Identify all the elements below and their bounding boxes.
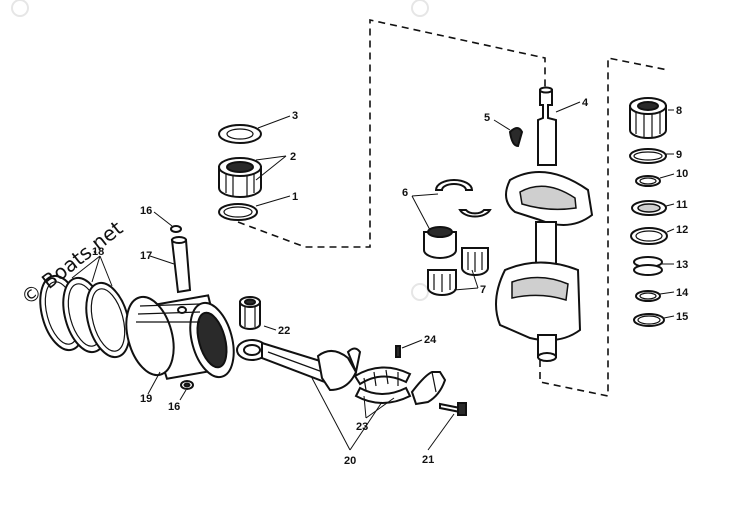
callout-8: 8 bbox=[676, 105, 682, 117]
part-17-wrist-pin bbox=[170, 236, 192, 294]
part-21-rod-bolt bbox=[439, 402, 467, 416]
callout-22: 22 bbox=[278, 325, 290, 337]
part-5-key bbox=[508, 127, 524, 148]
callout-13: 13 bbox=[676, 259, 688, 271]
right-bracket bbox=[539, 57, 669, 397]
part-2-bearing bbox=[218, 157, 262, 198]
part-13-retaining-ring bbox=[633, 256, 663, 276]
callout-5: 5 bbox=[484, 112, 490, 124]
part-7-needle-bearings bbox=[427, 247, 489, 296]
part-11-seal bbox=[631, 200, 667, 216]
part-24-dowel-pin bbox=[395, 345, 401, 358]
part-6-bearing-halves bbox=[423, 179, 492, 259]
part-4-crankshaft bbox=[495, 86, 594, 362]
part-20-connecting-rod bbox=[236, 339, 362, 392]
callout-17: 17 bbox=[140, 250, 152, 262]
callout-18: 18 bbox=[92, 246, 104, 258]
left-bracket bbox=[237, 19, 546, 248]
part-18-piston-rings bbox=[39, 274, 131, 359]
callout-11: 11 bbox=[676, 199, 688, 211]
callout-16-top: 16 bbox=[140, 205, 152, 217]
part-9-ring bbox=[629, 148, 667, 164]
callout-23: 23 bbox=[356, 421, 368, 433]
callout-16-bottom: 16 bbox=[168, 401, 180, 413]
part-8-roller-bearing bbox=[629, 97, 667, 139]
callout-3: 3 bbox=[292, 110, 298, 122]
part-16-retainer-top bbox=[170, 225, 182, 233]
callout-1: 1 bbox=[292, 191, 298, 203]
callout-14: 14 bbox=[676, 287, 689, 299]
callout-2: 2 bbox=[290, 151, 296, 163]
part-1-ring bbox=[218, 203, 258, 221]
callout-9: 9 bbox=[676, 149, 682, 161]
part-12-ring bbox=[630, 227, 668, 245]
callout-10: 10 bbox=[676, 168, 688, 180]
callout-4: 4 bbox=[582, 97, 589, 109]
part-22-pin-bearing bbox=[239, 296, 261, 330]
leader-lines bbox=[71, 101, 675, 451]
part-10-ring bbox=[635, 175, 661, 187]
part-3-seal bbox=[218, 124, 262, 144]
callout-12: 12 bbox=[676, 224, 688, 236]
callout-labels: 3 2 1 4 5 6 7 8 9 10 11 12 13 14 15 16 1… bbox=[92, 97, 689, 467]
part-19-piston bbox=[125, 294, 235, 380]
callout-24: 24 bbox=[424, 334, 437, 346]
callout-15: 15 bbox=[676, 311, 688, 323]
callout-6: 6 bbox=[402, 187, 408, 199]
callout-19: 19 bbox=[140, 393, 152, 405]
assembly-brackets bbox=[237, 19, 669, 397]
callout-7: 7 bbox=[480, 284, 486, 296]
part-16-retainer-bottom bbox=[180, 380, 194, 390]
ghost-logos bbox=[11, 0, 429, 301]
callout-21: 21 bbox=[422, 454, 434, 466]
callout-20: 20 bbox=[344, 455, 356, 467]
part-23-bearing-cage bbox=[353, 366, 412, 404]
rod-cap bbox=[410, 371, 447, 406]
part-14-ring bbox=[635, 290, 661, 302]
part-15-ring bbox=[633, 313, 665, 327]
